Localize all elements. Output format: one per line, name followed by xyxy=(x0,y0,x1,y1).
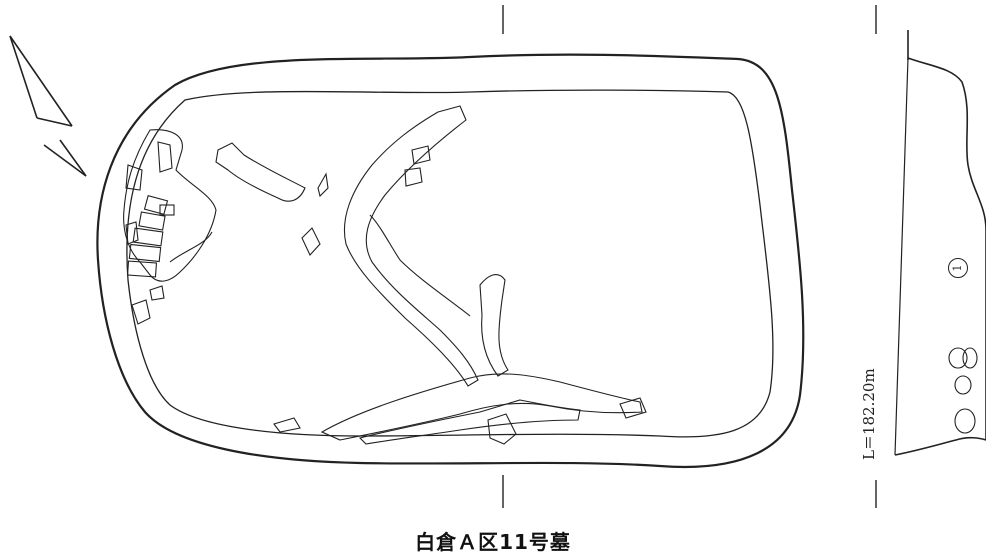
grave-plan-drawing xyxy=(9,5,986,508)
section-view xyxy=(894,30,986,456)
layer-number-badge: 1 xyxy=(948,258,968,278)
north-arrow-icon xyxy=(9,35,87,177)
skull-remains xyxy=(123,129,217,325)
bone-fragments xyxy=(215,142,329,433)
section-line-markers xyxy=(502,5,877,508)
long-bone-remains xyxy=(320,105,647,445)
pit-inner-outline xyxy=(126,89,774,438)
figure-caption: 白倉Ａ区11号墓 xyxy=(415,530,571,554)
elevation-label: L＝182.20m xyxy=(860,368,878,460)
pit-outer-outline xyxy=(96,53,805,468)
